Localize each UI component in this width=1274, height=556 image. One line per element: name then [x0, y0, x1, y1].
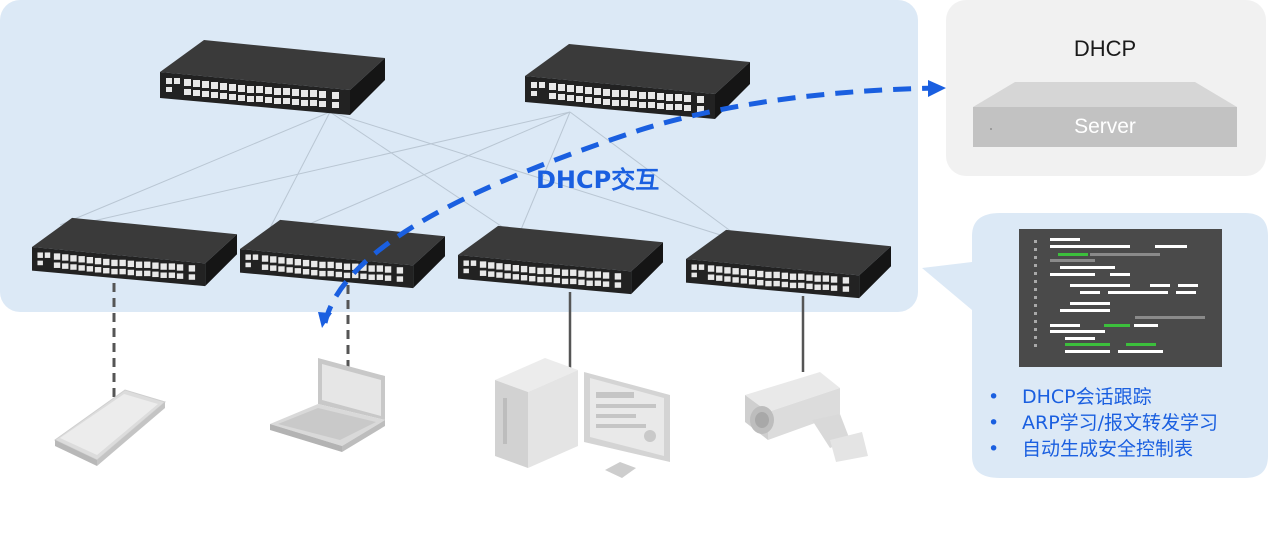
server-icon	[973, 82, 1237, 147]
pc-icon	[495, 358, 578, 468]
feature-item: •ARP学习/报文转发学习	[988, 412, 1219, 434]
code-screen-icon	[1019, 229, 1222, 367]
feature-item-text: DHCP会话跟踪	[1022, 386, 1152, 408]
feature-item-text: ARP学习/报文转发学习	[1022, 412, 1219, 434]
laptop-icon	[270, 358, 385, 452]
feature-item: •DHCP会话跟踪	[988, 386, 1152, 408]
dhcp-interaction-label: DHCP交互	[536, 166, 660, 194]
server-label: Server	[1074, 115, 1136, 138]
feature-item-text: 自动生成安全控制表	[1022, 438, 1194, 460]
monitor-icon	[584, 372, 670, 478]
server-panel-title: DHCP	[1073, 36, 1137, 61]
arrow-right-head-icon	[928, 80, 946, 97]
camera-icon	[745, 372, 868, 462]
dhcp-interaction-arrow	[322, 85, 941, 324]
feature-item: •自动生成安全控制表	[988, 438, 1194, 460]
arrow-down-head-icon	[318, 312, 332, 328]
feature-list: •DHCP会话跟踪 •ARP学习/报文转发学习 •自动生成安全控制表	[988, 384, 1218, 462]
network-links	[59, 111, 741, 239]
phone-icon	[54, 389, 167, 466]
